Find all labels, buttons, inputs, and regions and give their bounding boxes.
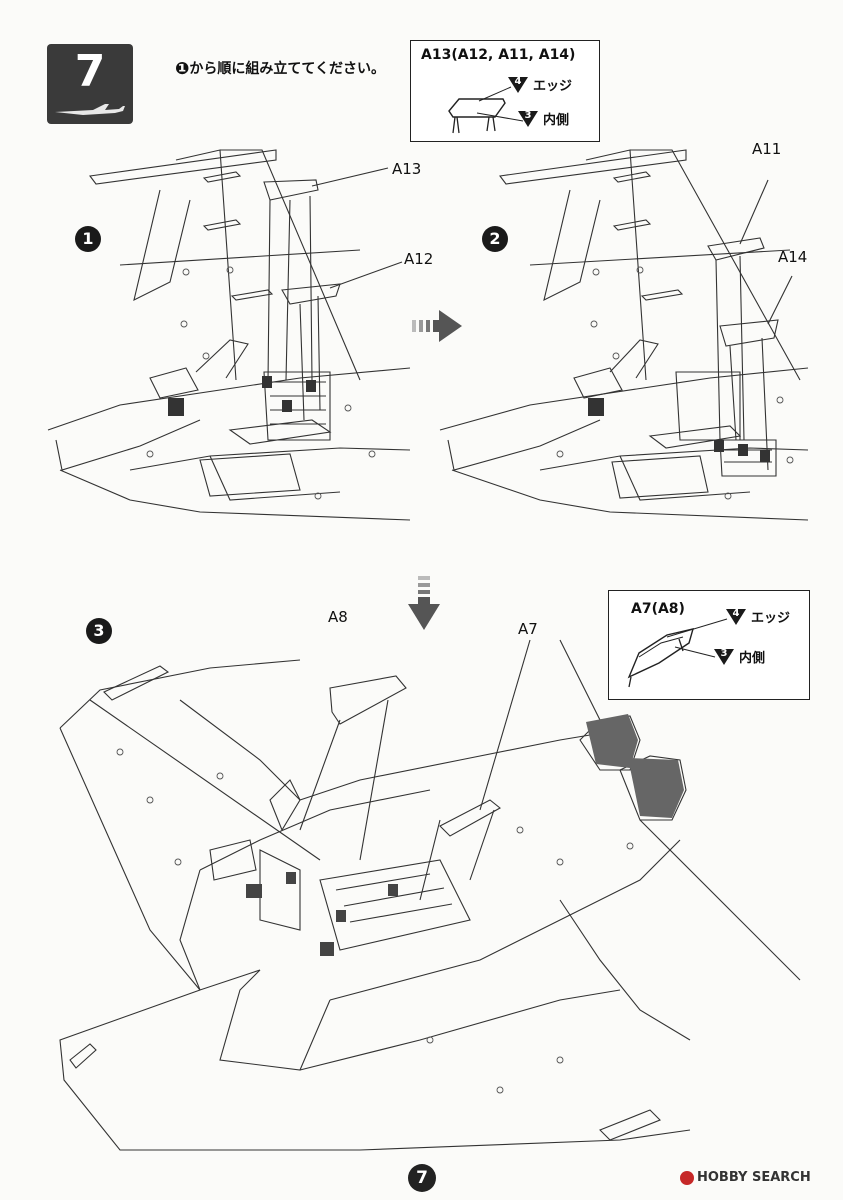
part-label-A14: A14: [778, 248, 808, 266]
watermark: HOBBY SEARCH: [680, 1170, 811, 1185]
panel-3-number: 3: [86, 618, 112, 644]
next-step-arrow-down-icon: [408, 576, 440, 630]
paint-legend-bottom: A7(A8) 4 エッジ 3 内側: [608, 590, 810, 700]
panel-1-number: 1: [75, 226, 101, 252]
legend-bottom-edge: 4 エッジ: [725, 607, 790, 626]
legend-top-inside: 3 内側: [517, 109, 569, 128]
part-label-A13: A13: [392, 160, 422, 178]
step-number: 7: [74, 46, 106, 97]
instruction-text: ❶から順に組み立ててください。: [175, 58, 385, 78]
legend-bottom-inside: 3 内側: [713, 647, 765, 666]
page-number: 7: [408, 1164, 436, 1192]
aircraft-silhouette-icon: [55, 104, 125, 115]
part-A13-detail-drawing: [448, 86, 524, 134]
paint-triangle-icon: 4: [507, 76, 529, 94]
paint-legend-top: A13(A12, A11, A14) 4 エッジ 3 内側: [410, 40, 600, 142]
panel-2-number: 2: [482, 226, 508, 252]
instruction-body: から順に組み立ててください。: [189, 61, 385, 77]
legend-bottom-title: A7(A8): [631, 601, 685, 617]
part-label-A11: A11: [752, 140, 782, 158]
paint-triangle-icon: 4: [725, 608, 747, 626]
part-label-A7: A7: [518, 620, 538, 638]
part-label-A8: A8: [328, 608, 348, 626]
step-badge: 7: [47, 44, 133, 124]
legend-top-edge: 4 エッジ: [507, 75, 572, 94]
legend-top-title: A13(A12, A11, A14): [421, 47, 576, 63]
part-label-A12: A12: [404, 250, 434, 268]
part-A7-detail-drawing: [627, 618, 728, 688]
paint-triangle-icon: 3: [713, 648, 735, 666]
next-step-arrow-right-icon: [412, 310, 462, 342]
paint-triangle-icon: 3: [517, 110, 539, 128]
watermark-logo-icon: [680, 1170, 694, 1185]
watermark-text: HOBBY SEARCH: [697, 1170, 811, 1185]
instruction-marker: ❶: [175, 59, 190, 79]
